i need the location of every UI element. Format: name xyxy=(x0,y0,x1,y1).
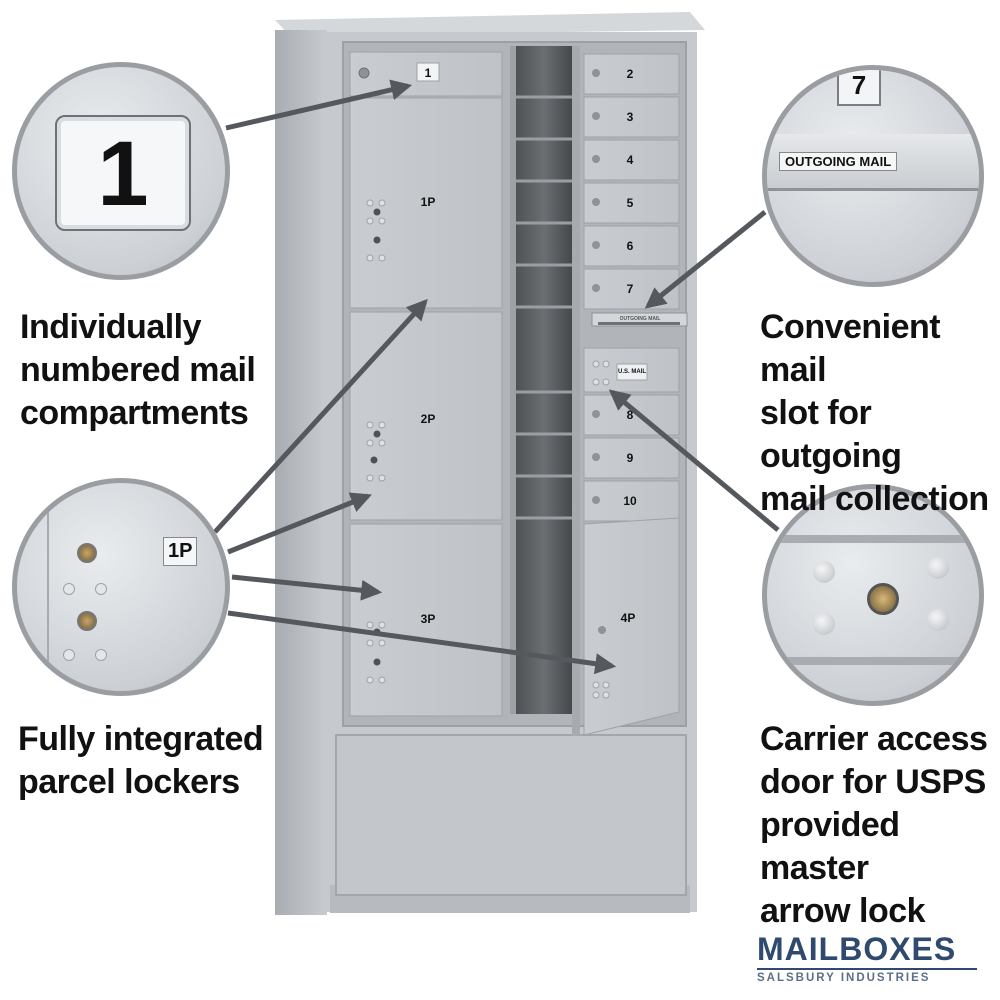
left-door-column xyxy=(349,51,503,717)
zoom-numbered-compartment: 1 xyxy=(12,62,230,280)
compartment-number-plates: 1 2 3 4 5 6 7 8 9 10 1P 2P 3P 4P U.S. MA… xyxy=(416,62,661,626)
zoom-arrow-lock xyxy=(867,583,899,615)
caption-numbered: Individually numbered mail compartments xyxy=(20,306,256,435)
caption-carrier-line-2: door for USPS xyxy=(760,763,986,801)
compartment-2-number: 2 xyxy=(627,67,634,81)
compartment-6-number: 6 xyxy=(627,239,634,253)
arrow-carrier xyxy=(608,389,780,532)
caption-outgoing-line-1: Convenient mail xyxy=(760,308,941,389)
caption-numbered-line-2: numbered mail xyxy=(20,351,256,389)
parcel-4p-label: 4P xyxy=(621,611,636,625)
zoom-parcel-locker: 1P xyxy=(12,478,230,696)
zoom-door-edge xyxy=(47,483,49,691)
zoom-outgoing-label: OUTGOING MAIL xyxy=(779,152,898,171)
compartment-1-number: 1 xyxy=(425,66,432,80)
zoom-carrier-lock xyxy=(762,484,984,706)
caption-outgoing-line-3: mail collection xyxy=(760,480,989,518)
caption-parcel-line-2: parcel lockers xyxy=(18,763,240,801)
arrow-parcel-2p xyxy=(227,492,372,555)
caption-parcel: Fully integrated parcel lockers xyxy=(18,718,264,804)
arrow-parcel-4p xyxy=(227,610,617,675)
arrow-parcel-3p xyxy=(231,574,383,601)
open-interior xyxy=(510,46,580,736)
caption-carrier-line-1: Carrier access xyxy=(760,720,988,758)
slot-plate: OUTGOING MAIL xyxy=(620,316,661,322)
parcel-3p-label: 3P xyxy=(421,612,436,626)
parcel-2p-label: 2P xyxy=(421,412,436,426)
zoom-plate-7 xyxy=(837,70,881,106)
zoom-lock-bottom xyxy=(77,611,97,631)
compartment-10-number: 10 xyxy=(623,494,637,508)
compartment-8-number: 8 xyxy=(627,408,634,422)
brand-name: MAILBOXES xyxy=(757,931,957,967)
parcel-1p-label: 1P xyxy=(421,195,436,209)
caption-carrier-line-3: provided master xyxy=(760,806,900,887)
brand-tagline: SALSBURY INDUSTRIES xyxy=(757,968,977,984)
zoom-number-1: 1 xyxy=(97,123,149,225)
brand-logo: MAILBOXES SALSBURY INDUSTRIES xyxy=(757,932,977,984)
arrow-parcel-1p xyxy=(213,298,428,534)
caption-carrier-line-4: arrow lock xyxy=(760,892,926,930)
caption-outgoing-line-2: slot for outgoing xyxy=(760,394,902,475)
zoom-outgoing-slot: 7 OUTGOING MAIL xyxy=(762,65,984,287)
caption-carrier: Carrier access door for USPS provided ma… xyxy=(760,718,1000,933)
arrow-numbered xyxy=(225,79,413,131)
zoom-number-plate xyxy=(55,115,191,231)
zoom-lock-top xyxy=(77,543,97,563)
compartment-3-number: 3 xyxy=(627,110,634,124)
caption-parcel-line-1: Fully integrated xyxy=(18,720,264,758)
zoom-parcel-label: 1P xyxy=(163,537,198,566)
compartment-9-number: 9 xyxy=(627,451,634,465)
usps-plate: U.S. MAIL xyxy=(618,369,646,375)
callout-arrows xyxy=(213,79,780,675)
zoom-number-7: 7 xyxy=(851,70,867,100)
right-door-column xyxy=(583,53,688,736)
compartment-7-number: 7 xyxy=(627,282,634,296)
caption-outgoing: Convenient mail slot for outgoing mail c… xyxy=(760,306,1000,521)
compartment-4-number: 4 xyxy=(627,153,634,167)
caption-numbered-line-1: Individually xyxy=(20,308,202,346)
compartment-5-number: 5 xyxy=(627,196,634,210)
caption-numbered-line-3: compartments xyxy=(20,394,249,432)
arrow-outgoing xyxy=(644,210,767,309)
